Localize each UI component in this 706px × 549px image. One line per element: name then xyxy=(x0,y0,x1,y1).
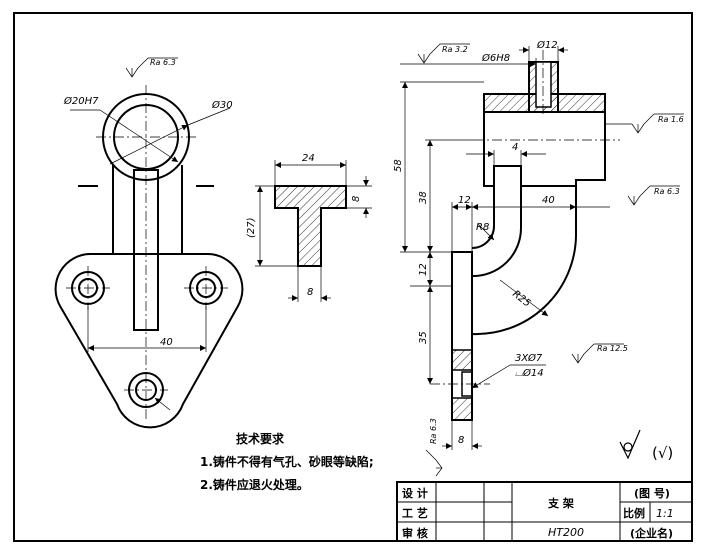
side-view-dimensions xyxy=(400,43,684,477)
notes-item-1: 1.铸件不得有气孔、砂眼等缺陷; xyxy=(200,454,374,469)
scale-value: 1:1 xyxy=(656,507,674,520)
rough-side-5: Ra 6.3 xyxy=(429,418,438,444)
side-view-centerlines xyxy=(430,50,620,385)
general-roughness-mark: (√) xyxy=(652,444,673,462)
dim-offset-12: 12 xyxy=(458,195,471,206)
dim-section-height: (27) xyxy=(246,217,257,238)
dim-span: 40 xyxy=(160,337,173,348)
dim-height-35: 35 xyxy=(418,331,429,344)
general-roughness-icon xyxy=(619,429,641,460)
rough-side-4: Ra 12.5 xyxy=(597,344,628,353)
dim-holes: 3XØ7 xyxy=(515,352,543,364)
notes-title: 技术要求 xyxy=(236,431,285,446)
front-view-dimensions xyxy=(70,57,231,411)
rough-side-2: Ra 1.6 xyxy=(658,115,684,124)
front-view-centerlines xyxy=(66,85,228,420)
title-row-review: 审 核 xyxy=(402,526,428,540)
dim-section-web: 8 xyxy=(307,287,313,298)
dim-height-12: 12 xyxy=(418,263,429,276)
dim-height-38: 38 xyxy=(418,191,429,204)
part-name: 支 架 xyxy=(547,496,574,510)
dim-shaft-hole: Ø6H8 xyxy=(481,52,510,64)
front-view xyxy=(54,93,244,429)
title-row-process: 工 艺 xyxy=(402,506,428,520)
notes-item-2: 2.铸件应退火处理。 xyxy=(200,477,309,492)
dim-radius-inner: R8 xyxy=(476,222,489,233)
section-view xyxy=(274,185,347,267)
company-name: (企业名) xyxy=(630,526,673,540)
title-block xyxy=(396,481,693,542)
scale-label: 比例 xyxy=(623,506,645,520)
dim-outer: Ø30 xyxy=(211,99,233,111)
rough-front: Ra 6.3 xyxy=(150,58,176,67)
dim-overall: 58 xyxy=(393,159,404,172)
side-view xyxy=(451,61,606,421)
dim-plate: 8 xyxy=(458,435,464,446)
dim-reach-40: 40 xyxy=(542,195,555,206)
dim-section-width: 24 xyxy=(302,153,315,164)
dim-bore: Ø20H7 xyxy=(63,95,99,107)
dim-radius-outer: R25 xyxy=(510,289,532,310)
drawing-number: (图 号) xyxy=(634,487,670,500)
dim-gap-4: 4 xyxy=(512,142,518,153)
rough-side-1: Ra 3.2 xyxy=(442,45,468,54)
rough-side-3: Ra 6.3 xyxy=(654,187,680,196)
dim-section-flange: 8 xyxy=(351,196,362,202)
dim-counterbore: ⌴Ø14 xyxy=(515,367,544,379)
sheet-border xyxy=(13,12,693,542)
section-dimensions xyxy=(255,160,372,302)
title-row-design: 设 计 xyxy=(402,486,428,500)
dim-boss: Ø12 xyxy=(536,39,558,51)
material: HT200 xyxy=(548,526,584,539)
